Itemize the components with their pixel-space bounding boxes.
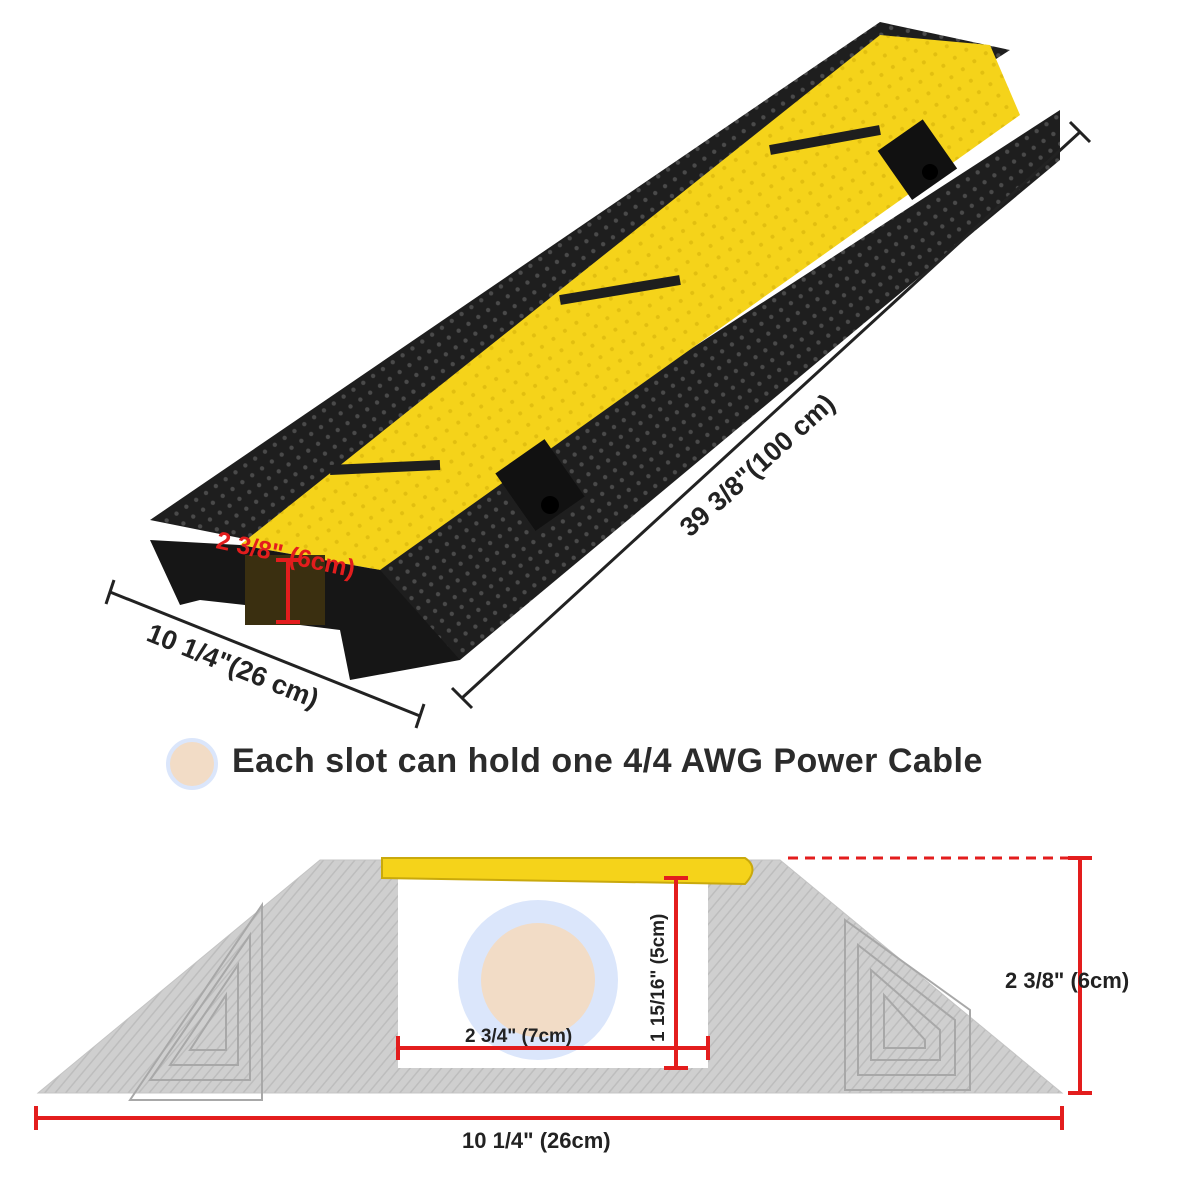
slot-height-dimension (664, 876, 688, 1070)
cable-circle-icon (166, 738, 218, 790)
length-dimension (450, 120, 1092, 710)
cross-section (36, 857, 1064, 1101)
base-width-label: 10 1/4" (26cm) (462, 1128, 611, 1153)
height-dimension (788, 856, 1092, 1095)
left-ramp-detail (128, 901, 263, 1101)
cable-core (481, 923, 595, 1037)
front-ramp (350, 110, 1060, 660)
cross-section-lid (381, 857, 754, 886)
right-ramp-detail (844, 918, 971, 1091)
slot-width-label: 2 3/4" (7cm) (465, 1026, 572, 1047)
slot-width-dimension (396, 1036, 710, 1060)
slot-capacity-caption: Each slot can hold one 4/4 AWG Power Cab… (232, 742, 983, 780)
mounting-hole-front (495, 439, 585, 531)
height-label: 2 3/8" (6cm) (1005, 968, 1129, 993)
cable-protector-illustration (150, 22, 1060, 680)
lid-joints (329, 125, 881, 475)
mounting-hole-back (877, 119, 958, 201)
width-dimension (104, 579, 426, 729)
cable-channel-opening (245, 555, 325, 625)
yellow-lid (240, 35, 1020, 570)
slot-height-section-label: 1 15/16" (5cm) (648, 914, 669, 1042)
base-width-dimension (34, 1106, 1064, 1130)
